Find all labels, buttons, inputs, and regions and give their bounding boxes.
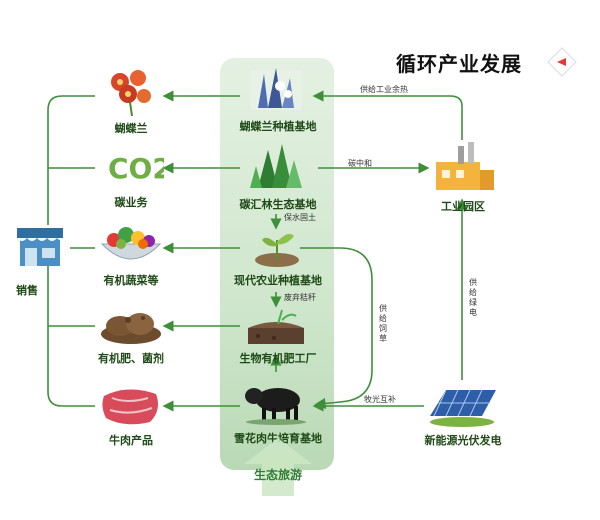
co2-node: CO2 bbox=[98, 146, 164, 190]
orchid-base-icon bbox=[250, 68, 302, 110]
edge-label-carbon-neutral: 碳中和 bbox=[348, 159, 372, 168]
cattle-icon bbox=[245, 388, 306, 425]
sales-trunk-line bbox=[47, 95, 95, 225]
vegetables-node bbox=[96, 222, 166, 268]
tourism-arrow-icon bbox=[244, 438, 312, 496]
sales-trunk-lower bbox=[47, 265, 95, 407]
forest-label: 碳汇林生态基地 bbox=[239, 198, 317, 211]
co2-icon: CO2 bbox=[108, 152, 164, 185]
edge-waste-heat bbox=[312, 90, 463, 140]
edge-label-straw: 废弃秸秆 bbox=[284, 293, 316, 302]
edge-label-agrivoltaic: 牧光互补 bbox=[364, 395, 396, 404]
forest-icon bbox=[250, 144, 302, 188]
solar-panel-icon bbox=[430, 389, 496, 427]
orchid-base-label: 蝴蝶兰种植基地 bbox=[239, 120, 317, 133]
agri-base-label: 现代农业种植基地 bbox=[234, 274, 322, 287]
industrial-label: 工业园区 bbox=[441, 200, 485, 213]
page-title: 循环产业发展 bbox=[396, 52, 522, 76]
edge-label-soil: 保水固土 bbox=[284, 213, 316, 222]
vegetables-label: 有机蔬菜等 bbox=[103, 274, 159, 287]
vegetables-icon bbox=[100, 227, 162, 260]
beef-node bbox=[98, 384, 164, 428]
sales-label: 销售 bbox=[16, 284, 38, 297]
edge-label-feed: 供给饲草 bbox=[379, 304, 387, 343]
factory-icon bbox=[436, 142, 494, 190]
fertilizer-icon bbox=[101, 313, 161, 344]
fert-factory-label: 生物有机肥工厂 bbox=[239, 352, 317, 365]
fertilizer-label: 有机肥、菌剂 bbox=[98, 352, 164, 365]
beef-label: 牛肉产品 bbox=[109, 434, 153, 447]
svg-text:CO2: CO2 bbox=[108, 152, 164, 185]
orchid-icon bbox=[111, 70, 151, 116]
fertilizer-node bbox=[98, 304, 164, 346]
edge-label-waste-heat: 供给工业余热 bbox=[360, 85, 408, 94]
solar-label: 新能源光伏发电 bbox=[424, 434, 502, 447]
co2-label: 碳业务 bbox=[114, 196, 148, 209]
tourism-label: 生态旅游 bbox=[253, 468, 302, 482]
compost-icon bbox=[248, 309, 304, 344]
play-badge-icon bbox=[547, 47, 577, 77]
edge-feed-supply bbox=[300, 247, 373, 410]
edge-label-green-power: 供给绿电 bbox=[469, 278, 477, 317]
orchid-label: 蝴蝶兰 bbox=[114, 122, 148, 135]
seedling-icon bbox=[255, 234, 299, 267]
store-icon bbox=[17, 228, 63, 266]
orchid-node bbox=[98, 68, 164, 116]
beef-icon bbox=[102, 389, 158, 425]
